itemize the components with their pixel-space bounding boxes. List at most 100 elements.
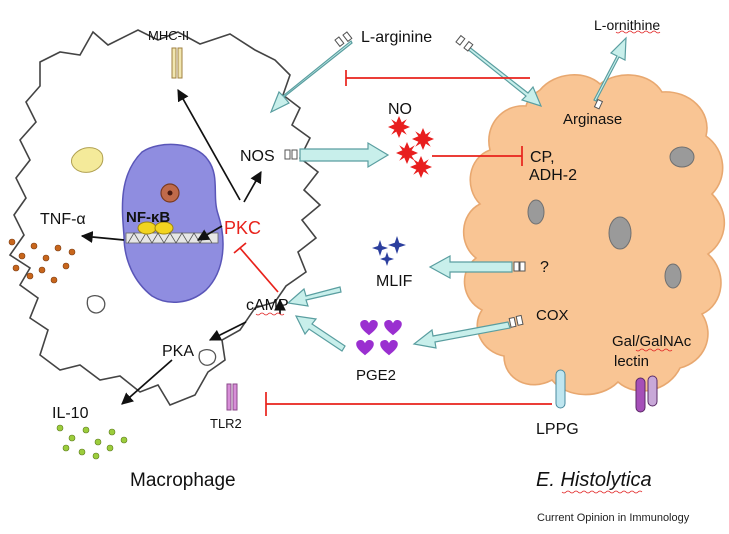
label-adh-2: ADH-2 bbox=[529, 167, 577, 184]
label-cp: CP, bbox=[530, 149, 555, 166]
label-lppg: LPPG bbox=[536, 421, 579, 438]
pge2-heart-icon bbox=[356, 340, 374, 356]
il10-dot-icon bbox=[78, 448, 86, 456]
label-e-histolytica: E. Histolytica bbox=[536, 469, 652, 491]
amoeba-vacuole bbox=[664, 263, 682, 289]
pge2-molecules bbox=[356, 320, 402, 356]
gal-lectin-receptor bbox=[635, 377, 646, 413]
label-l-ornithine: L-ornithine bbox=[594, 17, 660, 33]
tlr2-receptor bbox=[226, 383, 232, 411]
tlr2-receptor bbox=[232, 383, 238, 411]
label-gal-galnac: Gal/GalNAc bbox=[612, 333, 692, 350]
arrow-arginase-to-lornithine bbox=[593, 36, 627, 102]
label-l-arginine: L-arginine bbox=[361, 29, 432, 46]
il10-dot-icon bbox=[108, 428, 116, 436]
arrow-pge2-to-camp bbox=[294, 315, 346, 352]
arrow-nos-to-no bbox=[299, 141, 390, 169]
mhc-ii-receptor bbox=[177, 47, 183, 79]
label-tlr2: TLR2 bbox=[210, 416, 242, 431]
spellcheck-underline bbox=[615, 30, 661, 34]
tnf-dot-icon bbox=[8, 238, 16, 246]
spellcheck-underline bbox=[635, 348, 673, 352]
arrow-pkc-to-nos bbox=[243, 170, 262, 203]
label-cox: COX bbox=[536, 307, 569, 324]
label-pkc: PKC bbox=[224, 218, 261, 238]
arrow-pkc-to-nfkb bbox=[196, 225, 223, 241]
label-pge2: PGE2 bbox=[356, 367, 396, 384]
spellcheck-underline bbox=[255, 312, 285, 316]
label-macrophage: Macrophage bbox=[130, 470, 236, 491]
macrophage-vacuole bbox=[198, 348, 217, 366]
mlif-star-icon bbox=[380, 252, 394, 266]
label-il-10: IL-10 bbox=[52, 405, 89, 422]
label-mlif: MLIF bbox=[376, 273, 413, 290]
no-molecules bbox=[388, 116, 434, 178]
macrophage-nucleus bbox=[121, 143, 224, 303]
label-nos: NOS bbox=[240, 148, 275, 165]
pge2-heart-icon bbox=[360, 320, 378, 336]
connector-caps bbox=[284, 31, 604, 328]
arrow-pkc-to-mhc bbox=[177, 88, 241, 201]
label-no: NO bbox=[388, 101, 412, 118]
amoeba-cell bbox=[462, 74, 726, 396]
gal-lectin-receptor bbox=[647, 375, 658, 407]
label-lectin: lectin bbox=[614, 353, 649, 370]
tnf-dot-icon bbox=[62, 262, 70, 270]
arrow-mlif-to-camp bbox=[286, 286, 342, 307]
il10-dot-icon bbox=[92, 452, 100, 460]
no-star-icon bbox=[410, 156, 432, 178]
il10-dot-icon bbox=[120, 436, 128, 444]
mlif-star-icon bbox=[388, 236, 406, 254]
il10-dot-icon bbox=[94, 438, 102, 446]
tnf-dot-icon bbox=[68, 248, 76, 256]
tnf-dot-icon bbox=[54, 244, 62, 252]
label-pka: PKA bbox=[162, 343, 194, 360]
label-arginase: Arginase bbox=[563, 111, 622, 128]
label-mhc-ii: MHC-II bbox=[148, 28, 189, 43]
il10-dot-icon bbox=[106, 444, 114, 452]
arrow-larginine-to-nos bbox=[269, 40, 353, 114]
macrophage-organelle bbox=[71, 147, 104, 173]
label-nf-kb: NF-κB bbox=[126, 209, 170, 226]
pge2-heart-icon bbox=[384, 320, 402, 336]
nfkb-subunit bbox=[154, 221, 174, 235]
label-camp: cAMP bbox=[246, 297, 289, 314]
arrow-amoeba-to-mlif bbox=[428, 254, 513, 280]
tnf-dot-icon bbox=[26, 272, 34, 280]
tnf-dot-icon bbox=[18, 252, 26, 260]
tnf-dot-icon bbox=[42, 254, 50, 262]
arrow-pka-to-il10 bbox=[121, 359, 173, 405]
arrow-cox-to-pge2 bbox=[412, 321, 511, 349]
arrow-larginine-to-arginase bbox=[465, 45, 543, 107]
tnf-dot-icon bbox=[30, 242, 38, 250]
nucleolus-dot bbox=[167, 190, 173, 196]
inhibit-camp-pkc bbox=[239, 247, 279, 293]
mlif-molecules bbox=[372, 236, 406, 266]
arrow-camp-to-pka bbox=[208, 321, 247, 341]
amoeba-vacuole bbox=[669, 146, 695, 168]
dna-strand bbox=[125, 232, 219, 244]
source-credit: Current Opinion in Immunology bbox=[537, 512, 690, 524]
tnf-dot-icon bbox=[12, 264, 20, 272]
il10-molecules bbox=[56, 424, 128, 460]
tnf-dot-icon bbox=[38, 266, 46, 274]
il10-dot-icon bbox=[62, 444, 70, 452]
label-tnf-alpha: TNF-α bbox=[40, 211, 86, 228]
mlif-star-icon bbox=[372, 240, 388, 256]
il10-dot-icon bbox=[56, 424, 64, 432]
black-arrows bbox=[80, 88, 286, 405]
mhc-ii-receptor bbox=[171, 47, 177, 79]
no-star-icon bbox=[388, 116, 410, 138]
label-question: ? bbox=[540, 259, 549, 276]
macrophage-vacuole bbox=[86, 294, 106, 314]
spellcheck-underline bbox=[561, 490, 643, 494]
pge2-heart-icon bbox=[380, 340, 398, 356]
arrow-nfkb-to-tnf bbox=[80, 231, 125, 243]
tnf-dot-icon bbox=[50, 276, 58, 284]
amoeba-vacuole bbox=[527, 199, 545, 225]
red-inhibitions bbox=[233, 70, 552, 416]
il10-dot-icon bbox=[68, 434, 76, 442]
amoeba-vacuole bbox=[608, 216, 632, 250]
tnf-molecules bbox=[8, 238, 76, 284]
